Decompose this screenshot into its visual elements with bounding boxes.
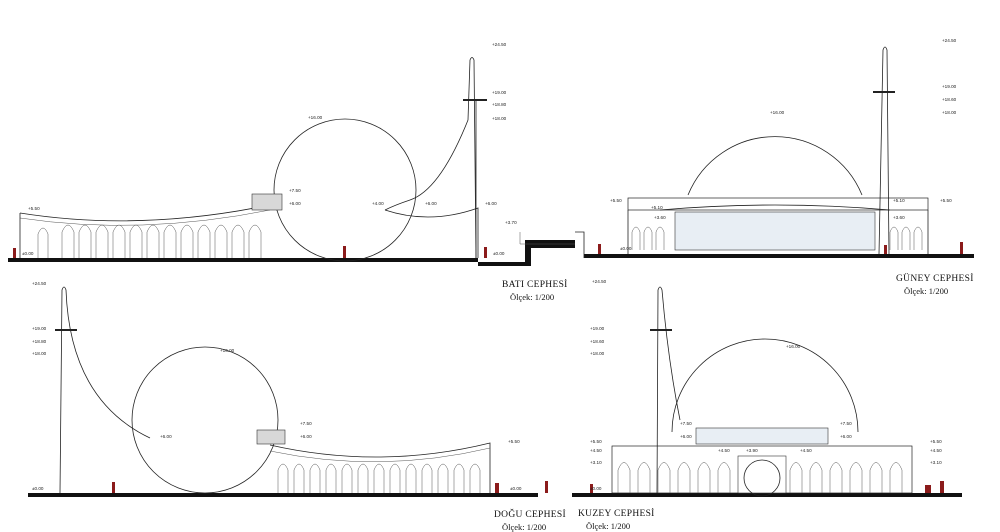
dogu-caption: DOĞU CEPHESİ Ölçek: 1/200: [494, 510, 566, 532]
level-marker: +6.00: [425, 201, 437, 206]
level-marker: +5.10: [651, 205, 663, 210]
level-marker: +18.60: [942, 97, 957, 102]
level-marker: +18.00: [492, 116, 507, 121]
dome: [273, 118, 417, 262]
kuzey-caption: KUZEY CEPHESİ Ölçek: 1/200: [578, 509, 655, 531]
level-marker: +6.00: [289, 201, 301, 206]
level-marker: +19.00: [32, 326, 47, 331]
guney-caption: GÜNEY CEPHESİ Ölçek: 1/200: [896, 274, 974, 296]
person-figure: [484, 247, 487, 258]
level-marker: +3.70: [505, 220, 517, 225]
panel-scale: Ölçek: 1/200: [510, 291, 555, 302]
level-marker: +5.50: [28, 206, 40, 211]
panel-scale: Ölçek: 1/200: [502, 521, 547, 532]
panel-title: BATI CEPHESİ: [502, 280, 568, 290]
level-marker: +18.00: [590, 351, 605, 356]
level-marker: +6.00: [300, 434, 312, 439]
minaret: [656, 286, 681, 494]
guney-elevation: [575, 46, 974, 258]
bati-caption: BATI CEPHESİ Ölçek: 1/200: [502, 280, 568, 302]
level-marker: +7.50: [680, 421, 692, 426]
level-marker: +18.80: [32, 339, 47, 344]
glazed-facade: [674, 211, 876, 251]
level-marker: +18.60: [590, 339, 605, 344]
level-marker: +16.00: [786, 344, 801, 349]
level-marker: +19.00: [942, 84, 957, 89]
minaret: [878, 46, 890, 255]
level-marker: +19.00: [492, 90, 507, 95]
ground-line: [8, 258, 478, 262]
level-marker: +4.50: [800, 448, 812, 453]
level-marker: +6.00: [160, 434, 172, 439]
bati-elevation: [8, 57, 575, 266]
level-marker: +24.50: [592, 279, 607, 284]
level-marker: +19.00: [590, 326, 605, 331]
portico-arches: [37, 224, 262, 258]
panel-title: KUZEY CEPHESİ: [578, 509, 655, 519]
level-marker: +4.50: [930, 448, 942, 453]
level-marker: +6.00: [840, 434, 852, 439]
level-marker: +7.50: [289, 188, 301, 193]
level-marker: ±0.00: [590, 486, 602, 491]
dome: [131, 346, 279, 494]
level-marker: +24.50: [32, 281, 47, 286]
level-marker: +3.90: [746, 448, 758, 453]
kuzey-elevation: [572, 286, 962, 497]
level-marker: +4.50: [590, 448, 602, 453]
level-marker: +16.00: [220, 348, 235, 353]
level-marker: ±0.00: [32, 486, 44, 491]
ground-line: [584, 254, 974, 258]
level-marker: +5.50: [930, 439, 942, 444]
dome: [671, 338, 859, 433]
level-marker: ±0.00: [620, 246, 632, 251]
minaret: [59, 286, 151, 494]
panel-title: GÜNEY CEPHESİ: [896, 274, 974, 284]
panel-scale: Ölçek: 1/200: [586, 520, 631, 531]
level-marker: +3.10: [930, 460, 942, 465]
level-markers: +24.50 +19.00 +18.80 +18.00 +16.00 +7.50…: [22, 38, 957, 491]
level-marker: +18.00: [942, 110, 957, 115]
level-marker: ±0.00: [510, 486, 522, 491]
level-marker: +16.00: [308, 115, 323, 120]
level-marker: +5.50: [940, 198, 952, 203]
level-marker: ±0.00: [493, 251, 505, 256]
level-marker: +5.50: [508, 439, 520, 444]
entrance-rosette: [743, 459, 781, 497]
level-marker: +3.10: [590, 460, 602, 465]
dome: [687, 136, 863, 196]
level-marker: +6.00: [680, 434, 692, 439]
panel-scale: Ölçek: 1/200: [904, 285, 949, 296]
level-marker: +24.50: [942, 38, 957, 43]
ground-step: [478, 240, 575, 266]
level-marker: +5.10: [893, 198, 905, 203]
panel-title: DOĞU CEPHESİ: [494, 510, 566, 520]
level-marker: +7.50: [840, 421, 852, 426]
level-marker: +18.80: [492, 102, 507, 107]
level-marker: +3.60: [654, 215, 666, 220]
level-marker: +4.00: [372, 201, 384, 206]
person-figure: [343, 246, 346, 258]
level-marker: ±0.00: [22, 251, 34, 256]
level-marker: +4.50: [718, 448, 730, 453]
minaret: [384, 57, 477, 259]
person-figure: [13, 248, 16, 258]
level-marker: +5.50: [610, 198, 622, 203]
level-marker: +16.00: [770, 110, 785, 115]
level-marker: +5.50: [590, 439, 602, 444]
level-marker: +18.00: [32, 351, 47, 356]
dogu-elevation: [28, 286, 548, 497]
level-marker: +7.50: [300, 421, 312, 426]
level-marker: +6.00: [485, 201, 497, 206]
ground-line: [28, 493, 538, 497]
level-marker: +3.60: [893, 215, 905, 220]
level-marker: +24.50: [492, 42, 507, 47]
